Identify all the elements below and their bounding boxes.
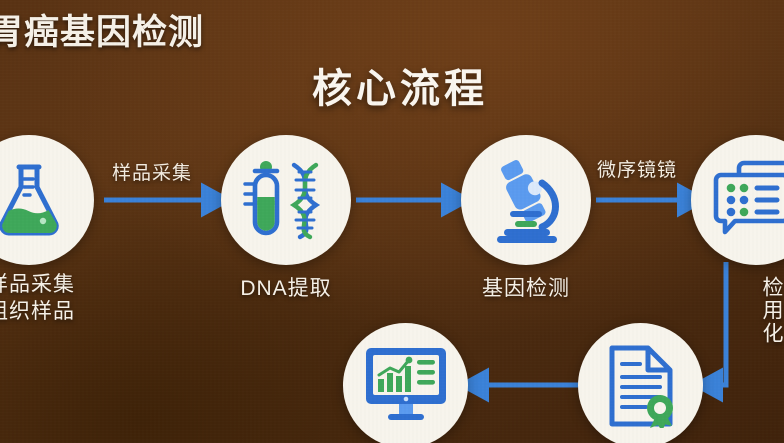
flow-node-caption-sample-collection: 样品采集 组织样品 (0, 272, 106, 326)
caption-line-2: 组织样品 (0, 299, 75, 323)
data-list-icon (711, 159, 784, 241)
edge-4-line (691, 262, 729, 403)
flow-node-caption-data-analysis: 检用化 (760, 276, 784, 345)
flow-node-dna-extraction[interactable] (221, 135, 351, 265)
dna-test-tube-icon (240, 157, 332, 243)
certificate-document-icon (604, 344, 678, 428)
page-title: 核心流程 (0, 56, 784, 114)
flow-node-report-generation[interactable] (578, 323, 703, 443)
microscope-icon (484, 157, 568, 243)
flask-icon (0, 159, 67, 241)
flow-node-result-visualization[interactable] (343, 323, 468, 443)
flow-node-caption-gene-testing: 基因检测 (446, 272, 606, 302)
deck-header-title: 胃癌基因检测 (0, 13, 205, 52)
flow-node-gene-testing[interactable] (461, 135, 591, 265)
flow-node-caption-dna-extraction: DNA提取 (206, 272, 366, 302)
edge-label-1: 样品采集 (112, 163, 193, 184)
caption-line-1: 基因检测 (482, 277, 570, 300)
caption-line-1: DNA提取 (240, 277, 332, 300)
caption-line-1: 样品采集 (0, 273, 75, 296)
monitor-chart-icon (362, 346, 450, 426)
page-title-text: 核心流程 (312, 67, 488, 111)
edge-label-3: 微序镜镜 (597, 160, 678, 181)
